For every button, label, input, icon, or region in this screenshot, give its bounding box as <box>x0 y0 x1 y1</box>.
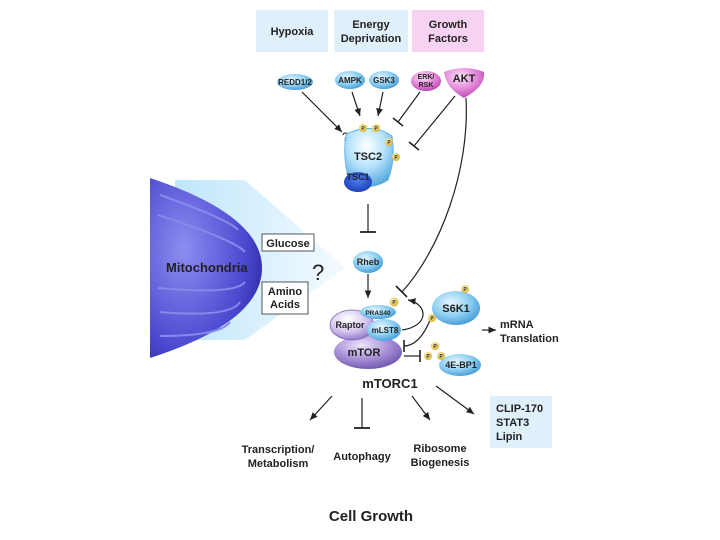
gsk3-label: GSK3 <box>373 76 395 85</box>
pras40-phospho: P <box>392 300 396 306</box>
mtorc1-to-ribosome-arrow <box>411 395 431 421</box>
s6k1-feedback-arc <box>401 298 424 331</box>
ampk-to-tsc-arrow <box>351 91 361 117</box>
rheb-node <box>353 251 383 273</box>
gsk3-to-tsc-arrow <box>376 91 384 117</box>
4ebp1-node <box>439 354 481 376</box>
akt-inhibits-pras40 <box>401 97 467 293</box>
transcription-label-1: Transcription/ <box>242 444 315 456</box>
cell-growth-label: Cell Growth <box>329 508 413 525</box>
redd-to-tsc-arrow <box>301 91 343 133</box>
hypoxia-label: Hypoxia <box>271 26 315 38</box>
s6k1-phospho-left-label: P <box>430 316 434 322</box>
erk-inhibits-tsc <box>397 91 421 123</box>
mrna-label-2: Translation <box>500 333 559 345</box>
4ebp1-label: 4E-BP1 <box>445 360 477 370</box>
erk-label-1: ERK/ <box>418 74 435 81</box>
redd-node <box>277 74 313 90</box>
ampk-node <box>335 71 365 89</box>
mrna-label-1: mRNA <box>500 319 534 331</box>
ribosome-label-1: Ribosome <box>413 443 466 455</box>
amino-acids-box <box>261 281 309 315</box>
transcription-label-2: Metabolism <box>248 458 309 470</box>
mitochondria-label: Mitochondria <box>166 260 248 275</box>
s6k1-phospho-left <box>428 314 436 322</box>
mitochondria-organelle <box>150 178 262 358</box>
4ebp1-phospho-1: P <box>426 354 430 360</box>
4ebp1-phospho-group <box>424 342 445 360</box>
akt-pras40-bar <box>395 285 408 298</box>
amino-label-2: Acids <box>270 299 300 311</box>
s6k1-inhibits-raptor <box>403 319 431 347</box>
tsc-phospho-4: P <box>394 155 398 161</box>
autophagy-label: Autophagy <box>333 451 391 463</box>
energy-label-2: Deprivation <box>341 33 402 45</box>
growth-label-2: Factors <box>428 33 468 45</box>
akt-label: AKT <box>453 73 476 85</box>
4ebp1-phospho-3: P <box>439 354 443 360</box>
erk-inhibit-bar <box>392 117 404 127</box>
tsc-phospho-2: P <box>374 126 378 132</box>
clip-label-1: CLIP-170 <box>496 403 543 415</box>
s6k1-label: S6K1 <box>442 303 470 315</box>
mtorc1-to-clip-arrow <box>435 385 475 415</box>
mtorc1-to-transcription-arrow <box>309 395 333 421</box>
akt-inhibits-tsc <box>413 95 456 147</box>
tsc2-label: TSC2 <box>354 151 382 163</box>
energy-label-1: Energy <box>352 19 390 31</box>
4ebp1-phospho-2: P <box>433 344 437 350</box>
raptor-label: Raptor <box>336 320 365 330</box>
mtor-label: mTOR <box>348 347 381 359</box>
rheb-question-mark: ? <box>312 260 324 285</box>
glucose-label: Glucose <box>266 238 309 250</box>
mtorc1-complex <box>329 297 402 369</box>
mtorc1-label: mTORC1 <box>362 376 417 391</box>
pras40-label: PRAS40 <box>365 310 391 317</box>
akt-node <box>444 68 485 98</box>
rheb-label: Rheb <box>357 257 380 267</box>
tsc-phospho-1: P <box>361 126 365 132</box>
tsc1-label: TSC1 <box>346 172 369 182</box>
amino-label-1: Amino <box>268 286 303 298</box>
glucose-box <box>261 233 315 252</box>
mlst8-label: mLST8 <box>372 326 399 335</box>
hypoxia-box <box>256 10 328 52</box>
akt-inhibit-bar <box>408 141 420 151</box>
growth-box <box>412 10 484 52</box>
clip-box <box>490 396 552 448</box>
growth-label-1: Growth <box>429 19 468 31</box>
tsc-phospho-3: P <box>387 140 391 146</box>
s6k1-phospho-top <box>461 285 469 293</box>
gsk3-node <box>369 71 399 89</box>
clip-label-2: STAT3 <box>496 417 529 429</box>
clip-label-3: Lipin <box>496 431 523 443</box>
tsc-phospho-group <box>359 124 400 161</box>
energy-box <box>334 10 408 52</box>
s6k1-phospho-top-label: P <box>463 287 467 293</box>
ampk-label: AMPK <box>338 76 362 85</box>
erk-label-2: RSK <box>419 82 434 89</box>
ribosome-label-2: Biogenesis <box>411 457 470 469</box>
s6k1-node <box>432 291 480 325</box>
erk-node <box>411 71 441 91</box>
redd-label: REDD1/2 <box>278 78 312 87</box>
tsc-complex <box>344 128 394 192</box>
